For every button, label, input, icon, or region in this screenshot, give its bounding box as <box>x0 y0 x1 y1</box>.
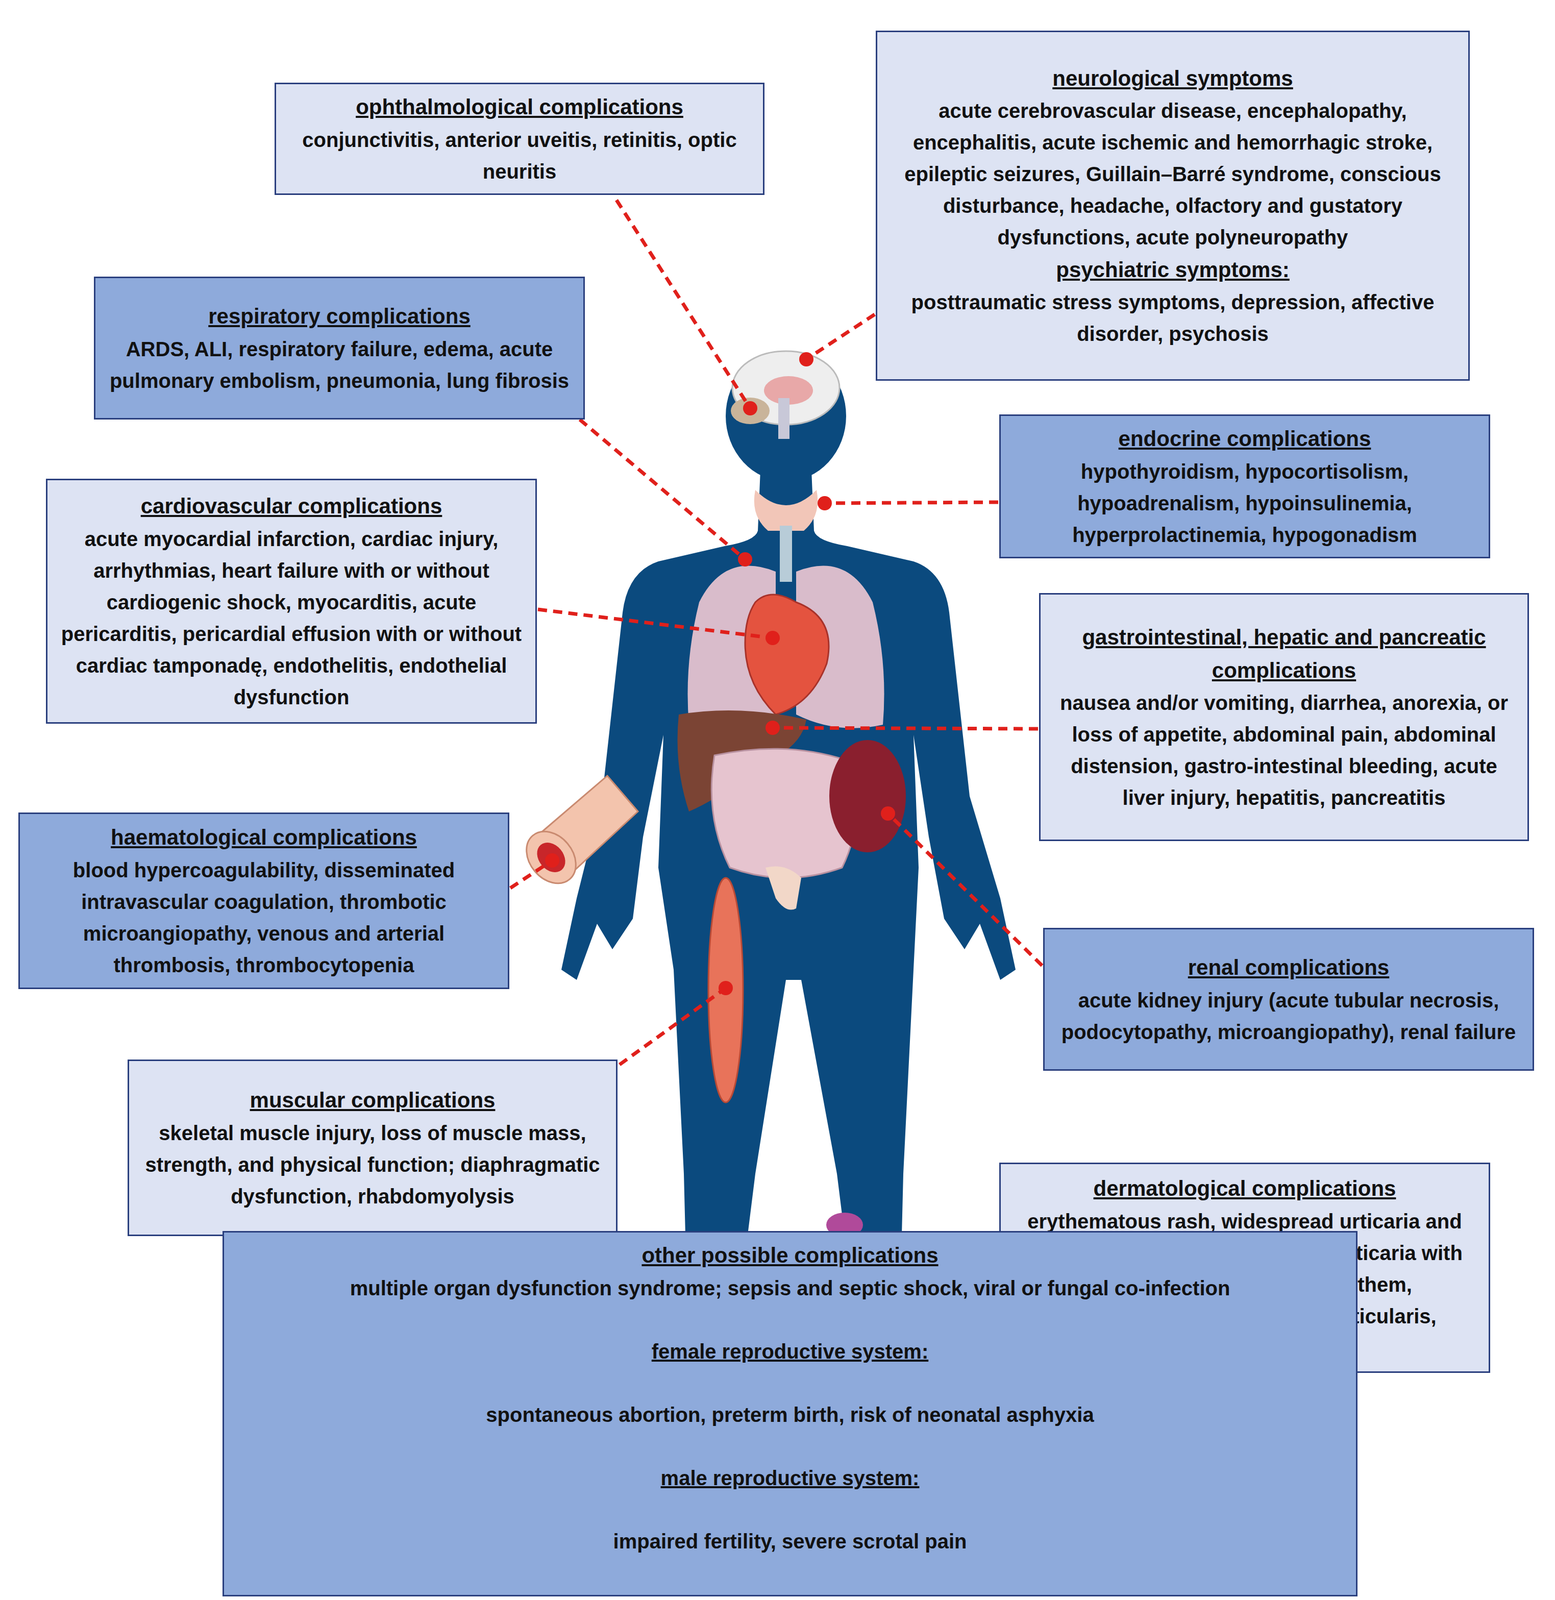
box-body: conjunctivitis, anterior uveitis, retini… <box>287 124 752 188</box>
box-heading: renal complications <box>1055 950 1522 984</box>
leader-line <box>824 502 999 504</box>
box-heading: gastrointestinal, hepatic and pancreatic… <box>1051 620 1517 687</box>
complication-box: renal complicationsacute kidney injury (… <box>1043 927 1535 1071</box>
leader-dot <box>880 806 896 821</box>
leader-line <box>772 727 1039 729</box>
bladder <box>765 866 802 910</box>
complication-box: neurological symptomsacute cerebrovascul… <box>875 30 1470 381</box>
box-heading: neurological symptoms <box>888 61 1458 95</box>
box-heading: ophthalmological complications <box>287 90 752 124</box>
complication-box: respiratory complicationsARDS, ALI, resp… <box>93 276 585 420</box>
thyroid <box>754 489 818 531</box>
inline-body: multiple organ dysfunction syndrome; sep… <box>235 1272 1345 1304</box>
box-heading: other possible complications <box>235 1238 1345 1272</box>
box-body: acute cerebrovascular disease, encephalo… <box>888 94 1458 254</box>
leader-dot <box>765 720 780 735</box>
box-body: blood hypercoagulability, disseminated i… <box>31 854 497 981</box>
blood-vessel <box>516 775 638 894</box>
vessel-end <box>516 821 586 894</box>
box-body: nausea and/or vomiting, diarrhea, anorex… <box>1051 686 1517 814</box>
inline-heading: male reproductive system: <box>235 1462 1345 1494</box>
inline-body: spontaneous abortion, preterm birth, ris… <box>235 1398 1345 1431</box>
box-heading: muscular complications <box>140 1083 605 1117</box>
cerebellum <box>730 397 770 425</box>
leader-dot <box>817 496 832 511</box>
inline-heading: female reproductive system: <box>235 1335 1345 1368</box>
trachea <box>779 525 793 582</box>
leader-line <box>616 200 751 409</box>
brain <box>730 351 840 439</box>
leader-line <box>537 609 773 638</box>
leader-dot <box>765 630 780 646</box>
inline-body: impaired fertility, severe scrotal pain <box>235 1525 1345 1558</box>
kidney <box>829 739 906 853</box>
box-heading: haematological complications <box>31 820 497 854</box>
box-body: ARDS, ALI, respiratory failure, edema, a… <box>106 333 573 397</box>
box-heading: dermatological complications <box>1012 1171 1478 1205</box>
complication-box: other possible complicationsmultiple org… <box>222 1230 1358 1597</box>
leader-dot <box>799 352 814 367</box>
box-heading: psychiatric symptoms: <box>888 253 1458 287</box>
leader-line <box>510 860 553 888</box>
leader-dot <box>545 853 560 868</box>
leader-dot <box>718 980 733 996</box>
head <box>725 350 847 482</box>
box-body: acute myocardial infarction, cardiac inj… <box>58 523 525 713</box>
box-heading: cardiovascular complications <box>58 489 525 523</box>
vessel-wall <box>535 775 638 878</box>
box-heading: respiratory complications <box>106 299 573 333</box>
complication-box: gastrointestinal, hepatic and pancreatic… <box>1039 593 1529 842</box>
complication-box: muscular complicationsskeletal muscle in… <box>127 1059 618 1237</box>
heart <box>745 594 829 715</box>
box-heading: endocrine complications <box>1012 422 1478 456</box>
complication-box: cardiovascular complicationsacute myocar… <box>45 478 537 724</box>
box-body: hypothyroidism, hypocortisolism, hypoadr… <box>1012 455 1478 551</box>
leader-dot <box>737 552 753 567</box>
leader-line <box>887 813 1043 966</box>
leader-line <box>806 314 875 360</box>
leader-line <box>619 988 726 1065</box>
box-body: posttraumatic stress symptoms, depressio… <box>888 286 1458 350</box>
brainstem <box>778 398 790 439</box>
leader-line <box>579 419 746 560</box>
box-body: acute kidney injury (acute tubular necro… <box>1055 984 1522 1048</box>
muscle <box>708 877 744 1103</box>
box-body: skeletal muscle injury, loss of muscle m… <box>140 1117 605 1213</box>
leader-dot <box>743 401 758 416</box>
complication-box: ophthalmological complicationsconjunctiv… <box>274 82 765 195</box>
complication-box: endocrine complicationshypothyroidism, h… <box>999 414 1491 559</box>
complication-box: haematological complicationsblood hyperc… <box>18 812 510 990</box>
